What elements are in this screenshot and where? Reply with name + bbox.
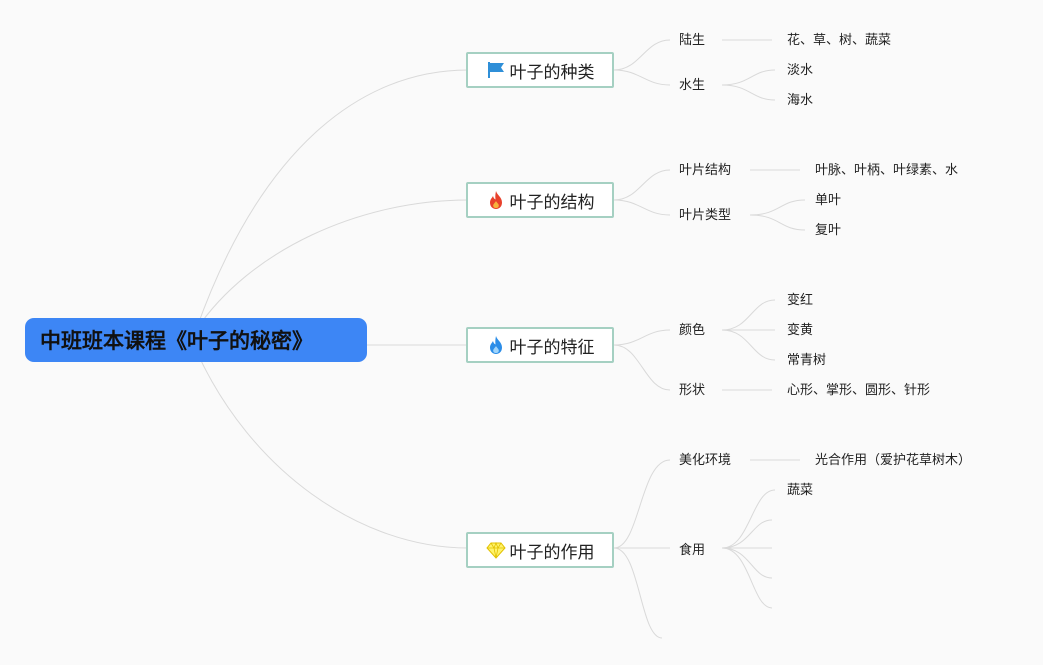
connector-s2-l2 [721,84,776,101]
leaf-topic[interactable]: 光合作用（爱护花草树木） [815,453,972,468]
branch-topic-uses[interactable]: 叶子的作用 [466,532,614,568]
connector-s2-l1 [721,489,776,549]
connector-root-branch-1 [195,69,469,331]
yellow-gem-icon [485,540,506,560]
connector-s1-l1 [721,299,776,331]
branch-topic-label: 叶子的种类 [509,62,595,83]
connector-b1-s1 [613,39,671,71]
connector-b2-s2 [613,199,671,216]
connector-b3-s1 [613,329,671,346]
leaf-topic[interactable]: 单叶 [815,193,842,208]
subtopic-blade-type[interactable]: 叶片类型 [679,208,732,223]
red-fire-icon [486,190,506,210]
connector-b2-s1 [613,169,671,201]
branch-topic-features[interactable]: 叶子的特征 [466,327,614,363]
branch-topic-label: 叶子的作用 [509,542,595,563]
branch-topic-label: 叶子的结构 [509,192,595,213]
subtopic-blade-structure[interactable]: 叶片结构 [679,163,732,178]
connector-s2-l1 [721,69,776,86]
subtopic-beautify[interactable]: 美化环境 [679,453,732,468]
connector-s2-l1 [749,199,806,216]
leaf-topic[interactable]: 蔬菜 [787,483,814,498]
branch-topic-label: 叶子的特征 [509,337,595,358]
root-topic[interactable]: 中班班本课程《叶子的秘密》 [25,318,367,362]
branch-topic-types[interactable]: 叶子的种类 [466,52,614,88]
leaf-topic[interactable]: 花、草、树、蔬菜 [787,33,892,48]
blue-flag-icon [486,60,506,80]
subtopic-color[interactable]: 颜色 [679,323,706,338]
root-topic-label: 中班班本课程《叶子的秘密》 [40,329,313,353]
leaf-topic[interactable]: 变黄 [787,323,814,338]
connector-b4-empty [613,547,663,639]
connector-s2-empty-3 [721,547,773,579]
leaf-topic[interactable]: 叶脉、叶柄、叶绿素、水 [815,163,959,178]
connector-s2-empty-4 [721,547,773,609]
connector-root-branch-2 [195,199,469,331]
connector-b4-s1 [613,459,671,549]
subtopic-shape[interactable]: 形状 [679,383,706,398]
leaf-topic[interactable]: 海水 [787,93,814,108]
subtopic-land[interactable]: 陆生 [679,33,706,48]
blue-fire-icon [486,335,506,355]
connector-root-branch-4 [195,349,469,549]
branch-topic-structure[interactable]: 叶子的结构 [466,182,614,218]
connector-b1-s2 [613,69,671,86]
subtopic-edible[interactable]: 食用 [679,543,706,558]
leaf-topic[interactable]: 心形、掌形、圆形、针形 [787,383,931,398]
leaf-topic[interactable]: 常青树 [787,353,827,368]
leaf-topic[interactable]: 淡水 [787,63,814,78]
leaf-topic[interactable]: 变红 [787,293,814,308]
connector-s1-l3 [721,329,776,361]
subtopic-water[interactable]: 水生 [679,78,706,93]
connector-s2-empty-1 [721,519,773,549]
connector-s2-l2 [749,214,806,231]
connector-b3-s2 [613,344,671,391]
leaf-topic[interactable]: 复叶 [815,223,842,238]
